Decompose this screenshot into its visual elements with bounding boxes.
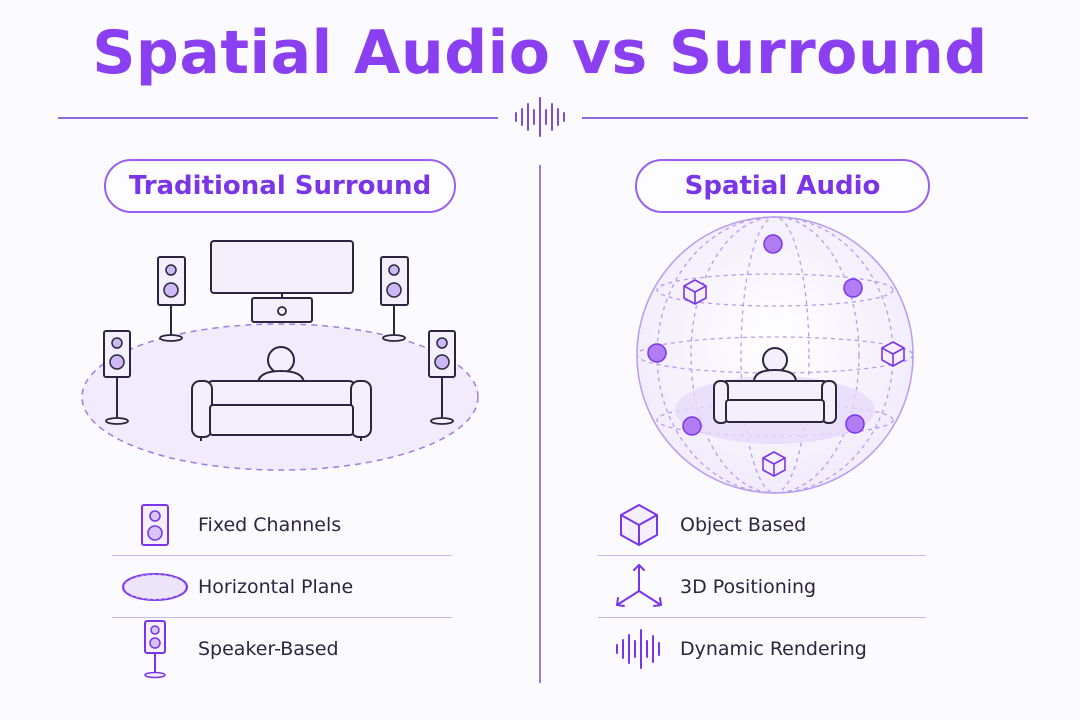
title-rule-left — [58, 117, 498, 119]
sound-object-cube — [762, 451, 786, 477]
sound-object-dot — [845, 414, 865, 434]
ellipse-plane-icon — [122, 572, 188, 601]
feature-row-horizontal-plane: Horizontal Plane — [112, 556, 452, 618]
tv-icon — [210, 240, 354, 323]
feature-label: Object Based — [680, 513, 807, 536]
sound-object-dot — [682, 416, 702, 436]
spatial-audio-sphere-illustration — [636, 216, 914, 494]
spatial-audio-heading: Spatial Audio — [635, 159, 930, 213]
feature-label: Fixed Channels — [198, 513, 342, 536]
traditional-surround-heading: Traditional Surround — [104, 159, 456, 213]
center-divider — [539, 165, 541, 683]
page-title: Spatial Audio vs Surround — [92, 18, 988, 88]
floor-speaker-icon — [144, 620, 166, 679]
sound-object-dot — [843, 278, 863, 298]
listener-icon — [752, 347, 798, 383]
axes-3d-icon — [616, 563, 662, 607]
speaker-icon — [141, 503, 169, 546]
speaker-front-right-icon — [380, 256, 409, 342]
feature-label: Dynamic Rendering — [680, 638, 867, 660]
speaker-front-left-icon — [157, 256, 186, 342]
sound-object-dot — [647, 343, 667, 363]
waveform-icon — [616, 629, 660, 669]
speaker-side-right-icon — [428, 330, 456, 425]
title-rule-right — [582, 117, 1028, 119]
sound-object-dot — [763, 234, 783, 254]
feature-label: Speaker-Based — [198, 638, 339, 660]
waveform-icon — [515, 97, 565, 137]
feature-row-speaker-based: Speaker-Based — [112, 618, 452, 680]
sound-object-cube — [881, 341, 905, 367]
surround-scene-illustration — [81, 240, 479, 471]
feature-row-dynamic-rendering: Dynamic Rendering — [598, 618, 926, 680]
sound-object-cube — [683, 279, 707, 305]
sofa-icon — [713, 380, 837, 424]
speaker-side-left-icon — [103, 330, 131, 425]
cube-icon — [620, 503, 658, 546]
feature-row-fixed-channels: Fixed Channels — [112, 494, 452, 556]
feature-row-object-based: Object Based — [598, 494, 926, 556]
feature-label: Horizontal Plane — [198, 575, 354, 598]
feature-label: 3D Positioning — [680, 575, 817, 598]
sofa-icon — [191, 380, 372, 441]
feature-row-3d-positioning: 3D Positioning — [598, 556, 926, 618]
